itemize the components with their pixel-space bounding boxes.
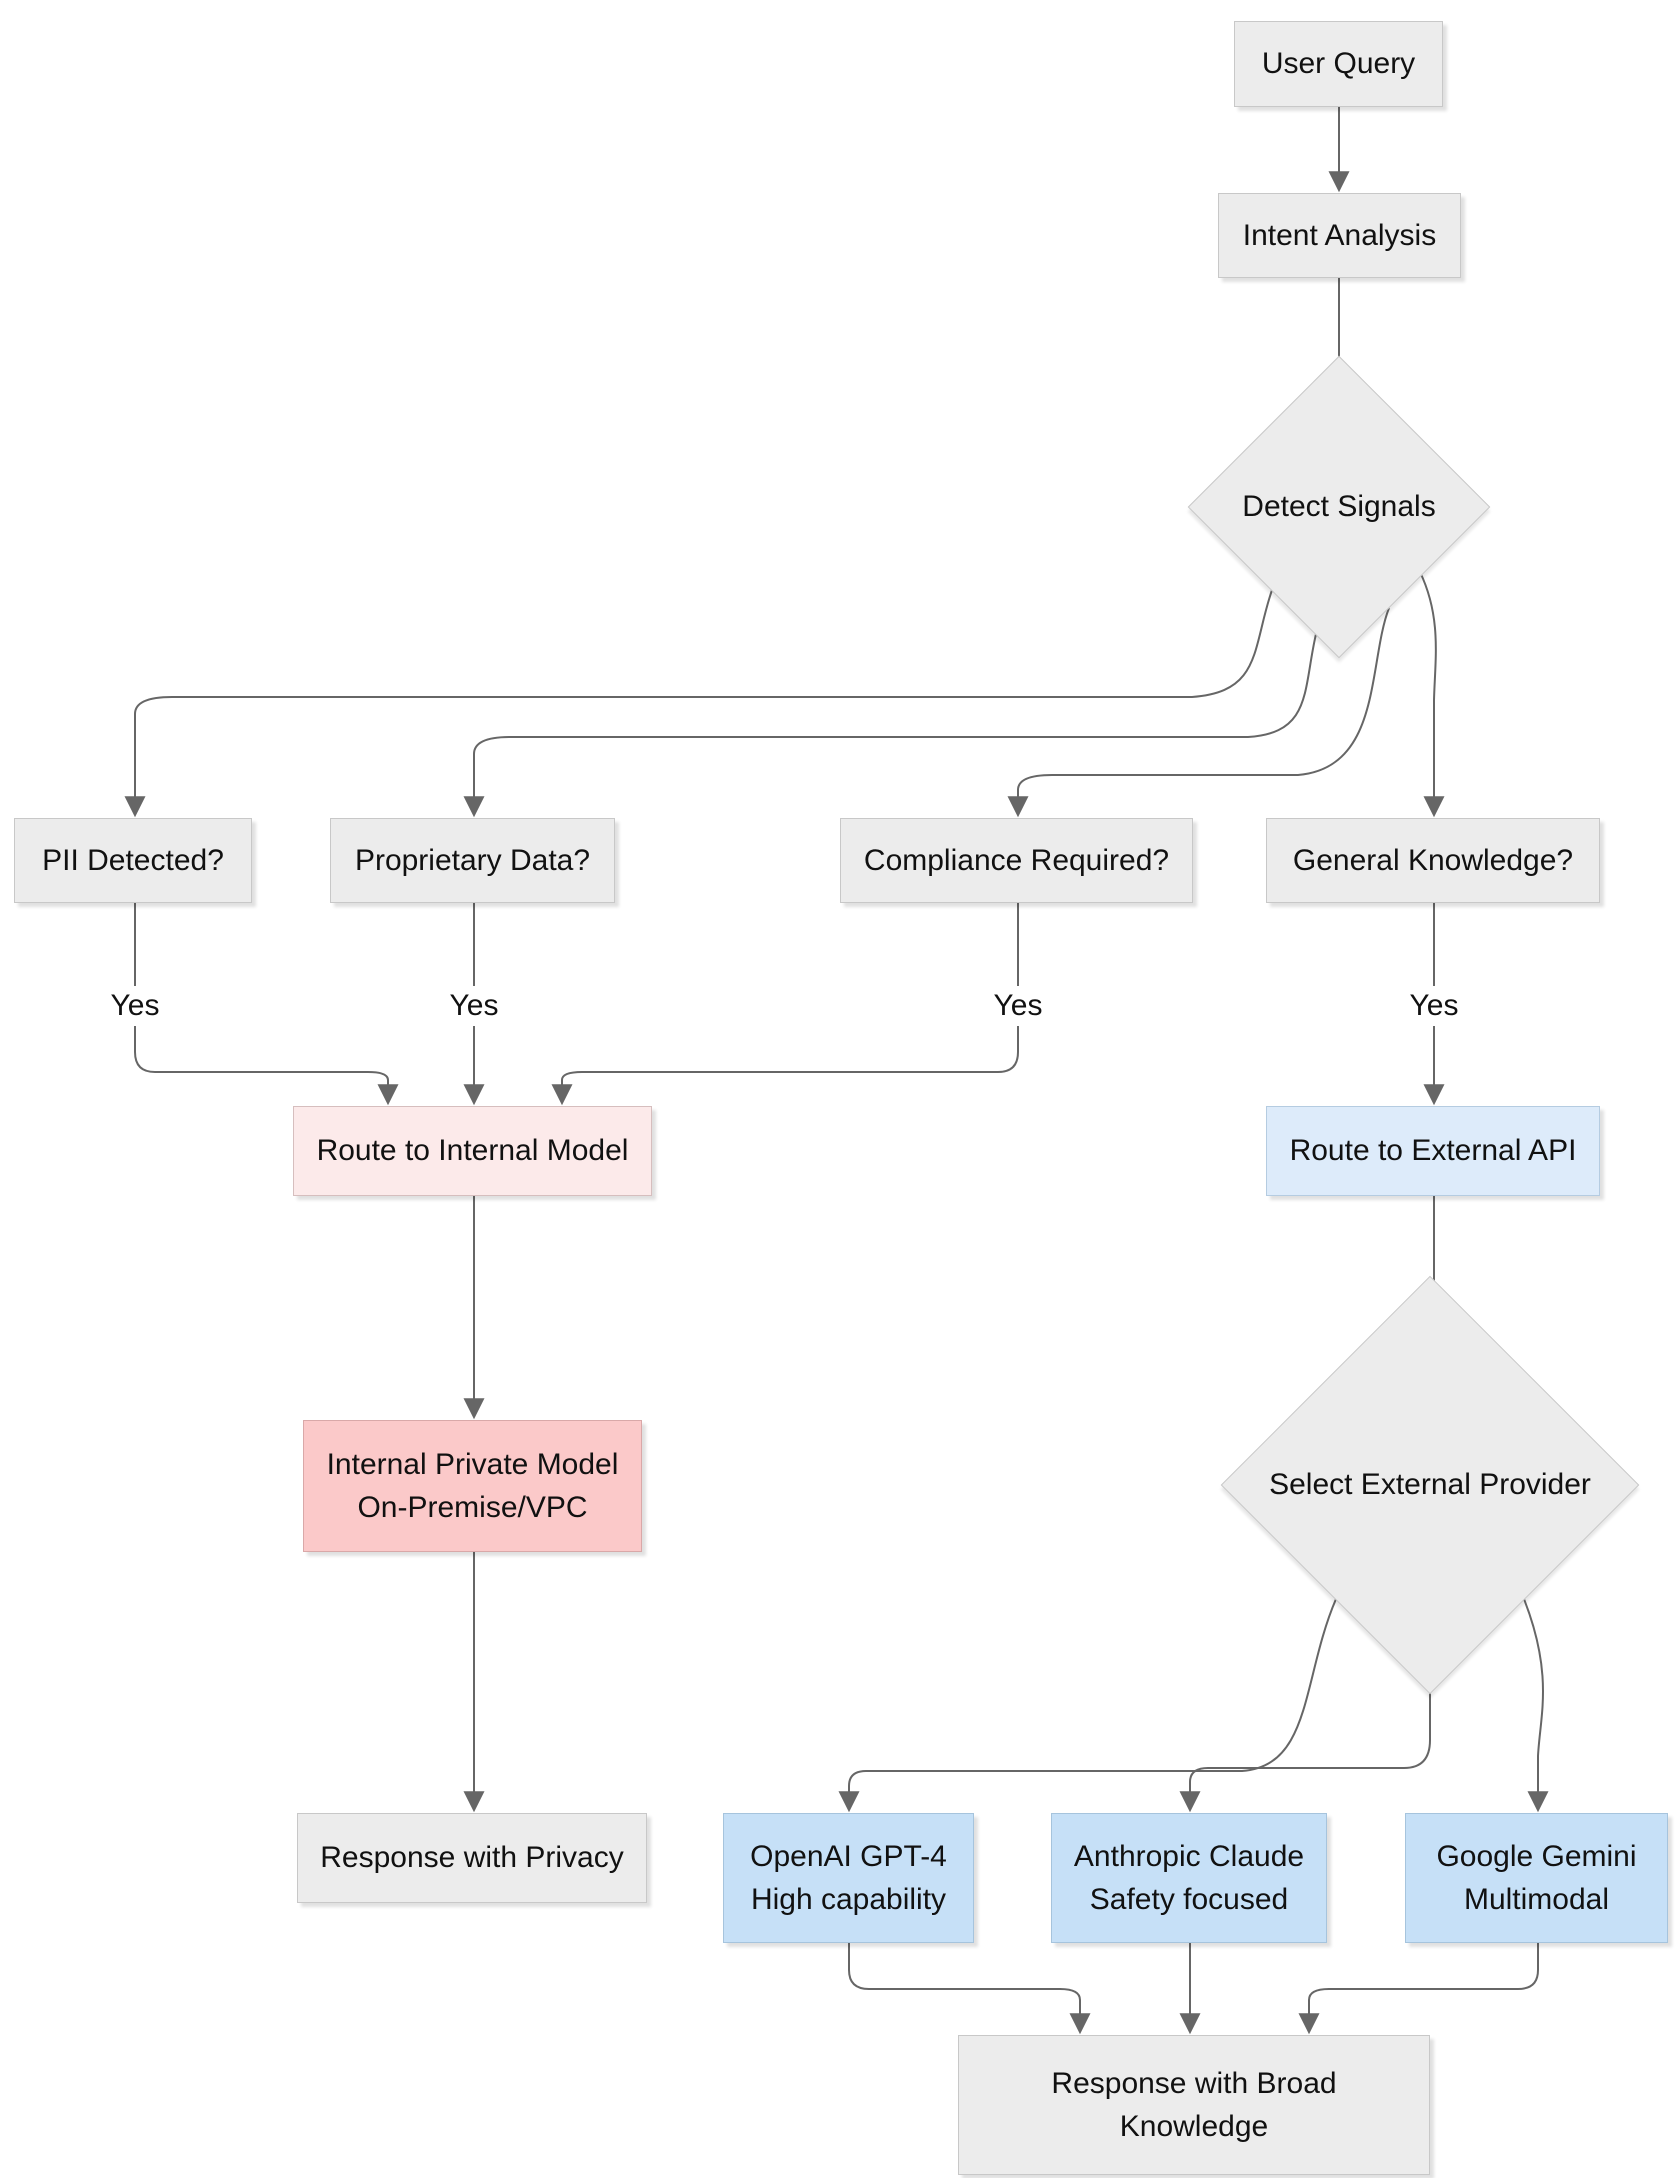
edge-select-provider-to-openai <box>838 1598 1337 1813</box>
edge-select-provider-to-gemini <box>1523 1598 1549 1813</box>
node-internal-private-model-label: Internal Private Model On-Premise/VPC <box>327 1443 619 1530</box>
node-openai-gpt4: OpenAI GPT-4 High capability <box>723 1813 974 1943</box>
node-intent-analysis: Intent Analysis <box>1218 193 1461 278</box>
node-response-with-privacy-label: Response with Privacy <box>320 1841 624 1875</box>
node-general-knowledge-label: General Knowledge? <box>1292 843 1574 877</box>
node-google-gemini-line1: Google Gemini <box>1436 1839 1637 1873</box>
node-compliance-required-label: Compliance Required? <box>863 843 1170 877</box>
node-proprietary-data: Proprietary Data? <box>330 818 615 903</box>
node-compliance-required: Compliance Required? <box>840 818 1193 903</box>
edge-select-provider-to-anthropic <box>1179 1692 1431 1813</box>
node-detect-signals-decision: Detect Signals <box>1187 355 1491 659</box>
node-openai-gpt4-line2: High capability <box>750 1883 947 1916</box>
edge-pii-yes-to-route-internal <box>134 903 399 1106</box>
node-user-query: User Query <box>1234 21 1443 107</box>
node-proprietary-data-label: Proprietary Data? <box>354 843 591 877</box>
node-internal-private-model-line1: Internal Private Model <box>326 1447 619 1481</box>
node-select-external-provider-label: Select External Provider <box>1269 1468 1591 1501</box>
edge-label-proprietary-yes: Yes <box>439 986 509 1026</box>
node-anthropic-claude-line1: Anthropic Claude <box>1073 1839 1305 1873</box>
edge-label-compliance-yes: Yes <box>983 986 1053 1026</box>
node-general-knowledge: General Knowledge? <box>1266 818 1600 903</box>
node-google-gemini: Google Gemini Multimodal <box>1405 1813 1668 1943</box>
node-detect-signals-label: Detect Signals <box>1242 490 1436 523</box>
node-internal-private-model: Internal Private Model On-Premise/VPC <box>303 1420 642 1552</box>
node-openai-gpt4-label: OpenAI GPT-4 High capability <box>750 1835 947 1922</box>
node-anthropic-claude-label: Anthropic Claude Safety focused <box>1074 1835 1304 1922</box>
node-internal-private-model-line2: On-Premise/VPC <box>357 1491 588 1524</box>
node-response-with-broad-knowledge-line1: Response with Broad <box>1051 2066 1337 2100</box>
node-google-gemini-line2: Multimodal <box>1463 1883 1610 1916</box>
edge-detect-signals-to-proprietary <box>463 633 1317 818</box>
edge-detect-signals-to-compliance <box>1007 607 1390 818</box>
edge-label-pii-yes: Yes <box>100 986 170 1026</box>
node-pii-detected-label: PII Detected? <box>42 843 224 877</box>
node-response-with-broad-knowledge-label: Response with Broad Knowledge <box>1051 2062 1336 2149</box>
edge-label-general-yes: Yes <box>1399 986 1469 1026</box>
node-response-with-broad-knowledge-line2: Knowledge <box>1119 2110 1269 2143</box>
edge-openai-to-response-broad <box>848 1943 1091 2035</box>
node-route-to-external-api-label: Route to External API <box>1289 1134 1577 1168</box>
edge-gemini-to-response-broad <box>1298 1943 1539 2035</box>
node-route-to-internal-model: Route to Internal Model <box>293 1106 652 1196</box>
node-route-to-external-api: Route to External API <box>1266 1106 1600 1196</box>
node-response-with-broad-knowledge: Response with Broad Knowledge <box>958 2035 1430 2175</box>
node-route-to-internal-model-label: Route to Internal Model <box>316 1134 629 1168</box>
edge-compliance-yes-to-route-internal <box>551 903 1019 1106</box>
node-anthropic-claude: Anthropic Claude Safety focused <box>1051 1813 1327 1943</box>
node-pii-detected: PII Detected? <box>14 818 252 903</box>
edge-detect-signals-to-general <box>1419 571 1445 818</box>
node-anthropic-claude-line2: Safety focused <box>1089 1883 1289 1916</box>
node-intent-analysis-label: Intent Analysis <box>1242 218 1437 252</box>
node-openai-gpt4-line1: OpenAI GPT-4 <box>750 1839 947 1873</box>
node-response-with-privacy: Response with Privacy <box>297 1813 647 1903</box>
edge-detect-signals-to-pii <box>124 589 1273 818</box>
node-user-query-label: User Query <box>1261 47 1416 81</box>
node-google-gemini-label: Google Gemini Multimodal <box>1436 1835 1636 1922</box>
node-select-external-provider-decision: Select External Provider <box>1220 1275 1640 1695</box>
